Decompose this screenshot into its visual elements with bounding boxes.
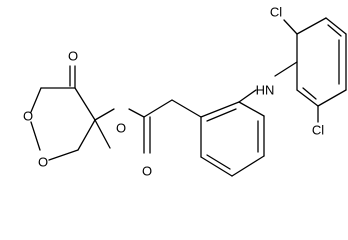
double-bond xyxy=(206,108,237,122)
atom-cl-top: Cl xyxy=(270,5,282,20)
dichlorophenyl-ring xyxy=(283,17,347,123)
bond xyxy=(296,89,319,107)
bond xyxy=(74,87,96,121)
bond-ch2 xyxy=(171,99,202,118)
benzene-ring xyxy=(200,101,265,177)
bond-cl-top xyxy=(283,19,298,35)
atom-o-ring-top: O xyxy=(23,109,33,124)
double-bond xyxy=(302,87,317,100)
bond-carbonyl-o xyxy=(128,108,145,118)
bond xyxy=(30,87,42,113)
bond xyxy=(200,101,240,118)
bond xyxy=(238,101,265,117)
bond-ch2-carbonyl xyxy=(143,99,173,118)
bond xyxy=(200,156,233,177)
dioxolanone-ring xyxy=(30,65,96,161)
bond xyxy=(325,17,347,35)
bond xyxy=(317,89,347,107)
bond xyxy=(30,121,41,151)
molecule-diagram: Cl Cl HN O O O O O xyxy=(22,4,347,179)
atom-o-ester-link: O xyxy=(116,121,126,136)
atom-cl-bottom: Cl xyxy=(312,123,324,138)
double-bond xyxy=(327,24,342,37)
atom-o-ester-carbonyl: O xyxy=(142,164,152,179)
bond-n-aryl-left xyxy=(238,89,257,103)
atom-o-carbonyl-ring: O xyxy=(68,49,78,64)
atom-nh: HN xyxy=(256,83,275,98)
bond xyxy=(48,149,79,161)
structure-drawing: Cl Cl HN O O O O O xyxy=(23,5,347,179)
bond xyxy=(77,119,96,151)
bond-methyl xyxy=(94,119,111,149)
double-bond xyxy=(206,154,231,170)
bond-n-aryl-right xyxy=(274,61,298,77)
bond xyxy=(296,17,327,35)
atom-o-ring-bottom: O xyxy=(38,155,48,170)
bond xyxy=(231,155,265,177)
bond-o-quaternary xyxy=(94,108,115,121)
